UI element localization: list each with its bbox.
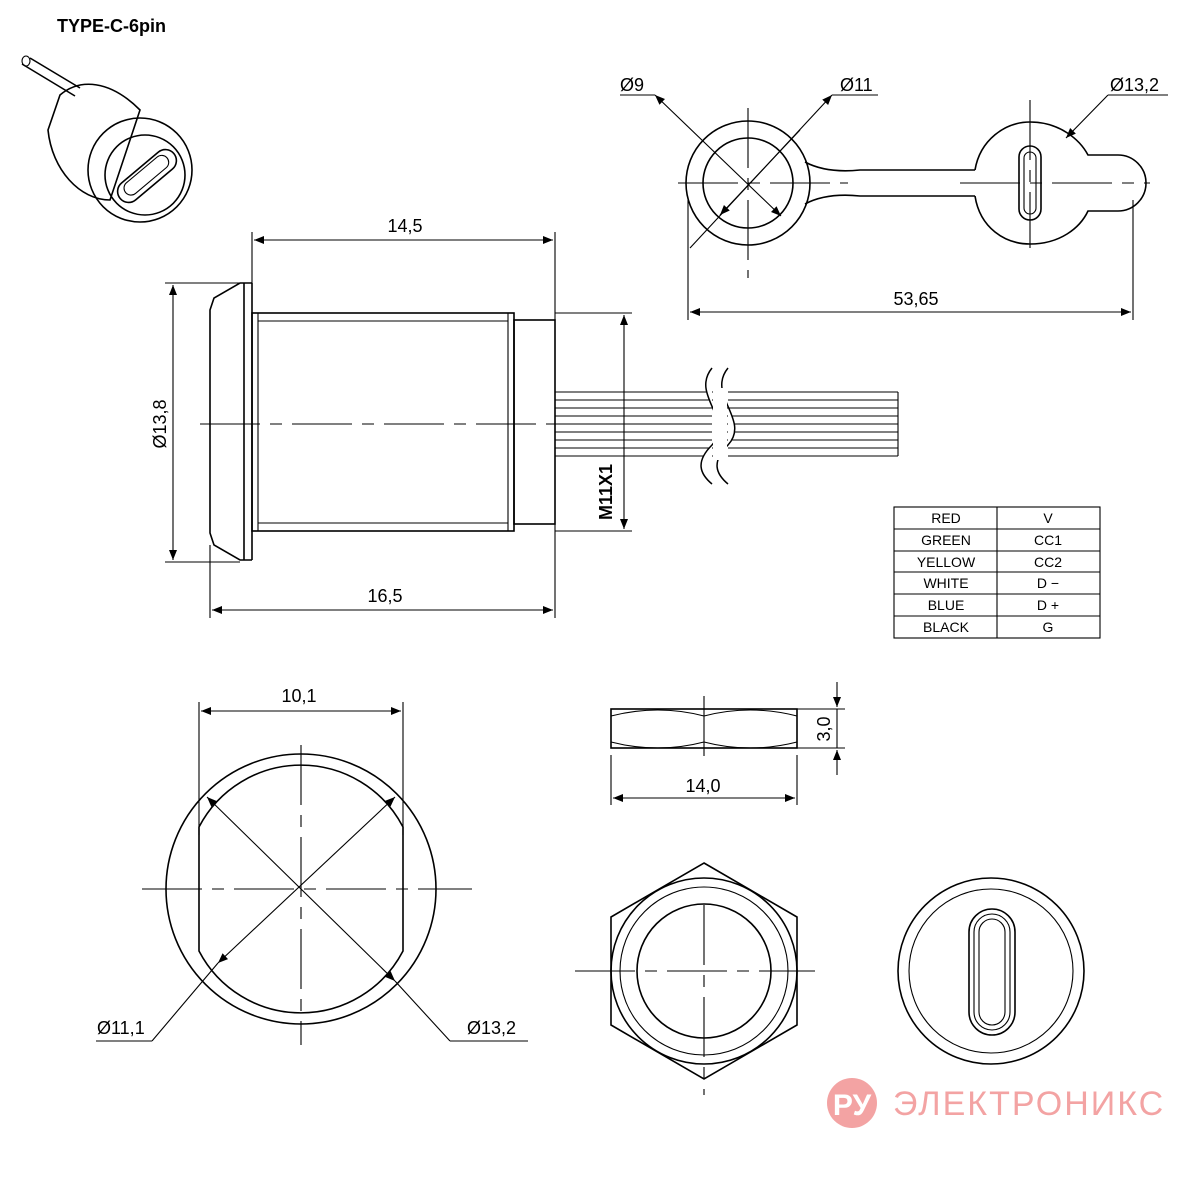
table-color-green: GREEN (921, 532, 971, 548)
front-view (142, 745, 472, 1045)
table-color-yellow: YELLOW (917, 554, 976, 570)
table-color-red: RED (931, 510, 961, 526)
table-signal-v: V (1043, 510, 1053, 526)
nut-dimensions: 3,0 14,0 (610, 682, 845, 805)
table-signal-cc1: CC1 (1034, 532, 1062, 548)
dim-front-flat-10-1: 10,1 (281, 686, 316, 706)
wire-color-table: RED V GREEN CC1 YELLOW CC2 WHITE D − BLU… (893, 506, 1101, 639)
front-view-dimensions: 10,1 Ø11,1 Ø13,2 (96, 686, 528, 1042)
table-color-black: BLACK (923, 619, 970, 635)
dust-cap-view (678, 100, 1150, 278)
side-view (200, 282, 899, 561)
dim-cap-length-53-65: 53,65 (893, 289, 938, 309)
table-color-white: WHITE (923, 575, 968, 591)
drawing-title: TYPE-C-6pin (57, 16, 166, 36)
dim-nut-thickness-3-0: 3,0 (814, 716, 834, 741)
watermark-badge: РУ (833, 1089, 872, 1122)
connector-face-view (897, 877, 1085, 1065)
dim-total-length-16-5: 16,5 (367, 586, 402, 606)
table-signal-d-plus: D + (1037, 597, 1059, 613)
side-view-dimensions: 14,5 16,5 Ø13,8 M11X1 (150, 216, 632, 618)
dim-nut-width-14-0: 14,0 (685, 776, 720, 796)
watermark-logo: РУ ЭЛЕКТРОНИКС (827, 1078, 1165, 1128)
dim-thread-m11x1: M11X1 (596, 464, 616, 520)
watermark-text: ЭЛЕКТРОНИКС (893, 1085, 1165, 1123)
dim-cap-tab-13-2: Ø13,2 (1110, 75, 1159, 95)
dust-cap-dimensions: Ø9 Ø11 Ø13,2 53,65 (620, 75, 1168, 320)
table-signal-g: G (1043, 619, 1054, 635)
table-signal-cc2: CC2 (1034, 554, 1062, 570)
dim-front-inner-11-1: Ø11,1 (97, 1018, 145, 1038)
nut-hex-view (575, 862, 815, 1095)
dim-diameter-13-8: Ø13,8 (150, 399, 170, 448)
connector-isometric-view (21, 55, 193, 223)
dim-cap-outer-11: Ø11 (840, 75, 873, 95)
table-color-blue: BLUE (928, 597, 965, 613)
dim-front-outer-13-2: Ø13,2 (467, 1018, 516, 1038)
table-signal-d-minus: D − (1037, 575, 1059, 591)
nut-side-view (610, 696, 798, 760)
dim-cap-inner-9: Ø9 (620, 75, 644, 95)
dim-length-14-5: 14,5 (387, 216, 422, 236)
